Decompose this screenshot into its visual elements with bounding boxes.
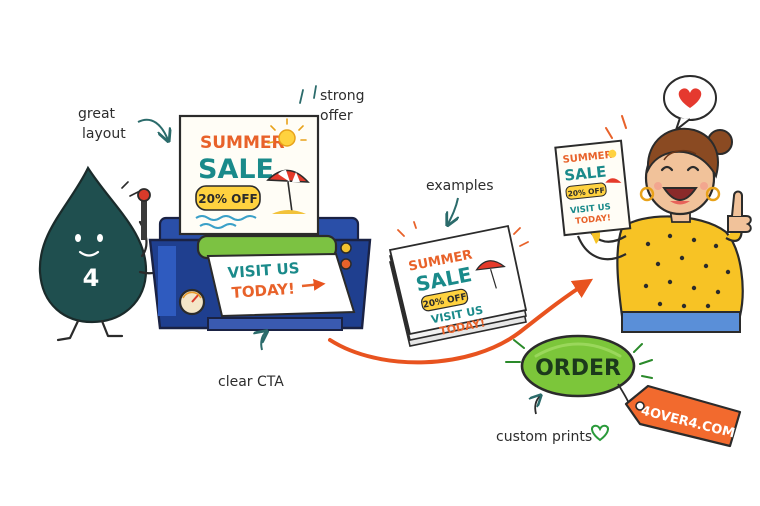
great-layout-line1: great bbox=[78, 106, 116, 122]
main-flyer: SUMMER SALE 20% OFF bbox=[178, 114, 320, 236]
output-visit-us: VISIT US bbox=[227, 259, 300, 282]
strong-offer-line2: offer bbox=[320, 108, 353, 124]
speech-bubble bbox=[663, 75, 717, 131]
held-visit-us: VISIT US bbox=[570, 202, 612, 216]
flyer-stack: SUMMER SALE 20% OFF VISIT US TODAY! bbox=[388, 221, 529, 347]
examples-label: examples bbox=[426, 178, 494, 194]
ink-drop-mascot: 4 bbox=[38, 165, 170, 342]
output-today: TODAY! bbox=[231, 280, 295, 302]
held-sale: SALE bbox=[563, 162, 607, 184]
held-summer: SUMMER bbox=[562, 150, 613, 166]
main-flyer-sale: SALE bbox=[198, 154, 274, 185]
custom-prints-label: custom prints bbox=[496, 429, 592, 445]
clear-cta-label: clear CTA bbox=[218, 374, 284, 390]
held-flyer: SUMMER SALE 20% OFF VISIT US TODAY! bbox=[554, 139, 632, 237]
clear-cta-annotation: clear CTA bbox=[218, 332, 284, 390]
sun-icon bbox=[267, 118, 307, 147]
held-discount: 20% OFF bbox=[567, 186, 605, 199]
heart-icon bbox=[678, 88, 702, 108]
umbrella-icon bbox=[266, 169, 310, 214]
output-sheet: VISIT US TODAY! bbox=[206, 252, 356, 318]
website-tag[interactable]: 4OVER4.COM bbox=[624, 384, 742, 448]
great-layout-annotation: great layout bbox=[78, 106, 168, 142]
custom-prints-annotation: custom prints bbox=[496, 396, 609, 445]
great-layout-arrow bbox=[137, 118, 168, 140]
held-today: TODAY! bbox=[575, 213, 612, 227]
order-button[interactable]: ORDER bbox=[520, 334, 636, 398]
examples-annotation: examples bbox=[426, 178, 494, 224]
main-flyer-summer: SUMMER bbox=[200, 133, 285, 153]
order-label: ORDER bbox=[535, 356, 621, 381]
happy-customer bbox=[576, 75, 752, 333]
flow-arrow bbox=[328, 278, 594, 365]
small-heart-icon bbox=[591, 424, 609, 442]
thumbs-up-icon bbox=[727, 190, 752, 233]
stack-umbrella-icon bbox=[475, 260, 506, 289]
great-layout-line2: layout bbox=[82, 126, 126, 142]
strong-offer-line1: strong bbox=[320, 88, 365, 104]
main-flyer-discount: 20% OFF bbox=[198, 192, 258, 206]
mascot-badge: 4 bbox=[83, 264, 100, 292]
strong-offer-annotation: strong offer bbox=[300, 85, 365, 163]
